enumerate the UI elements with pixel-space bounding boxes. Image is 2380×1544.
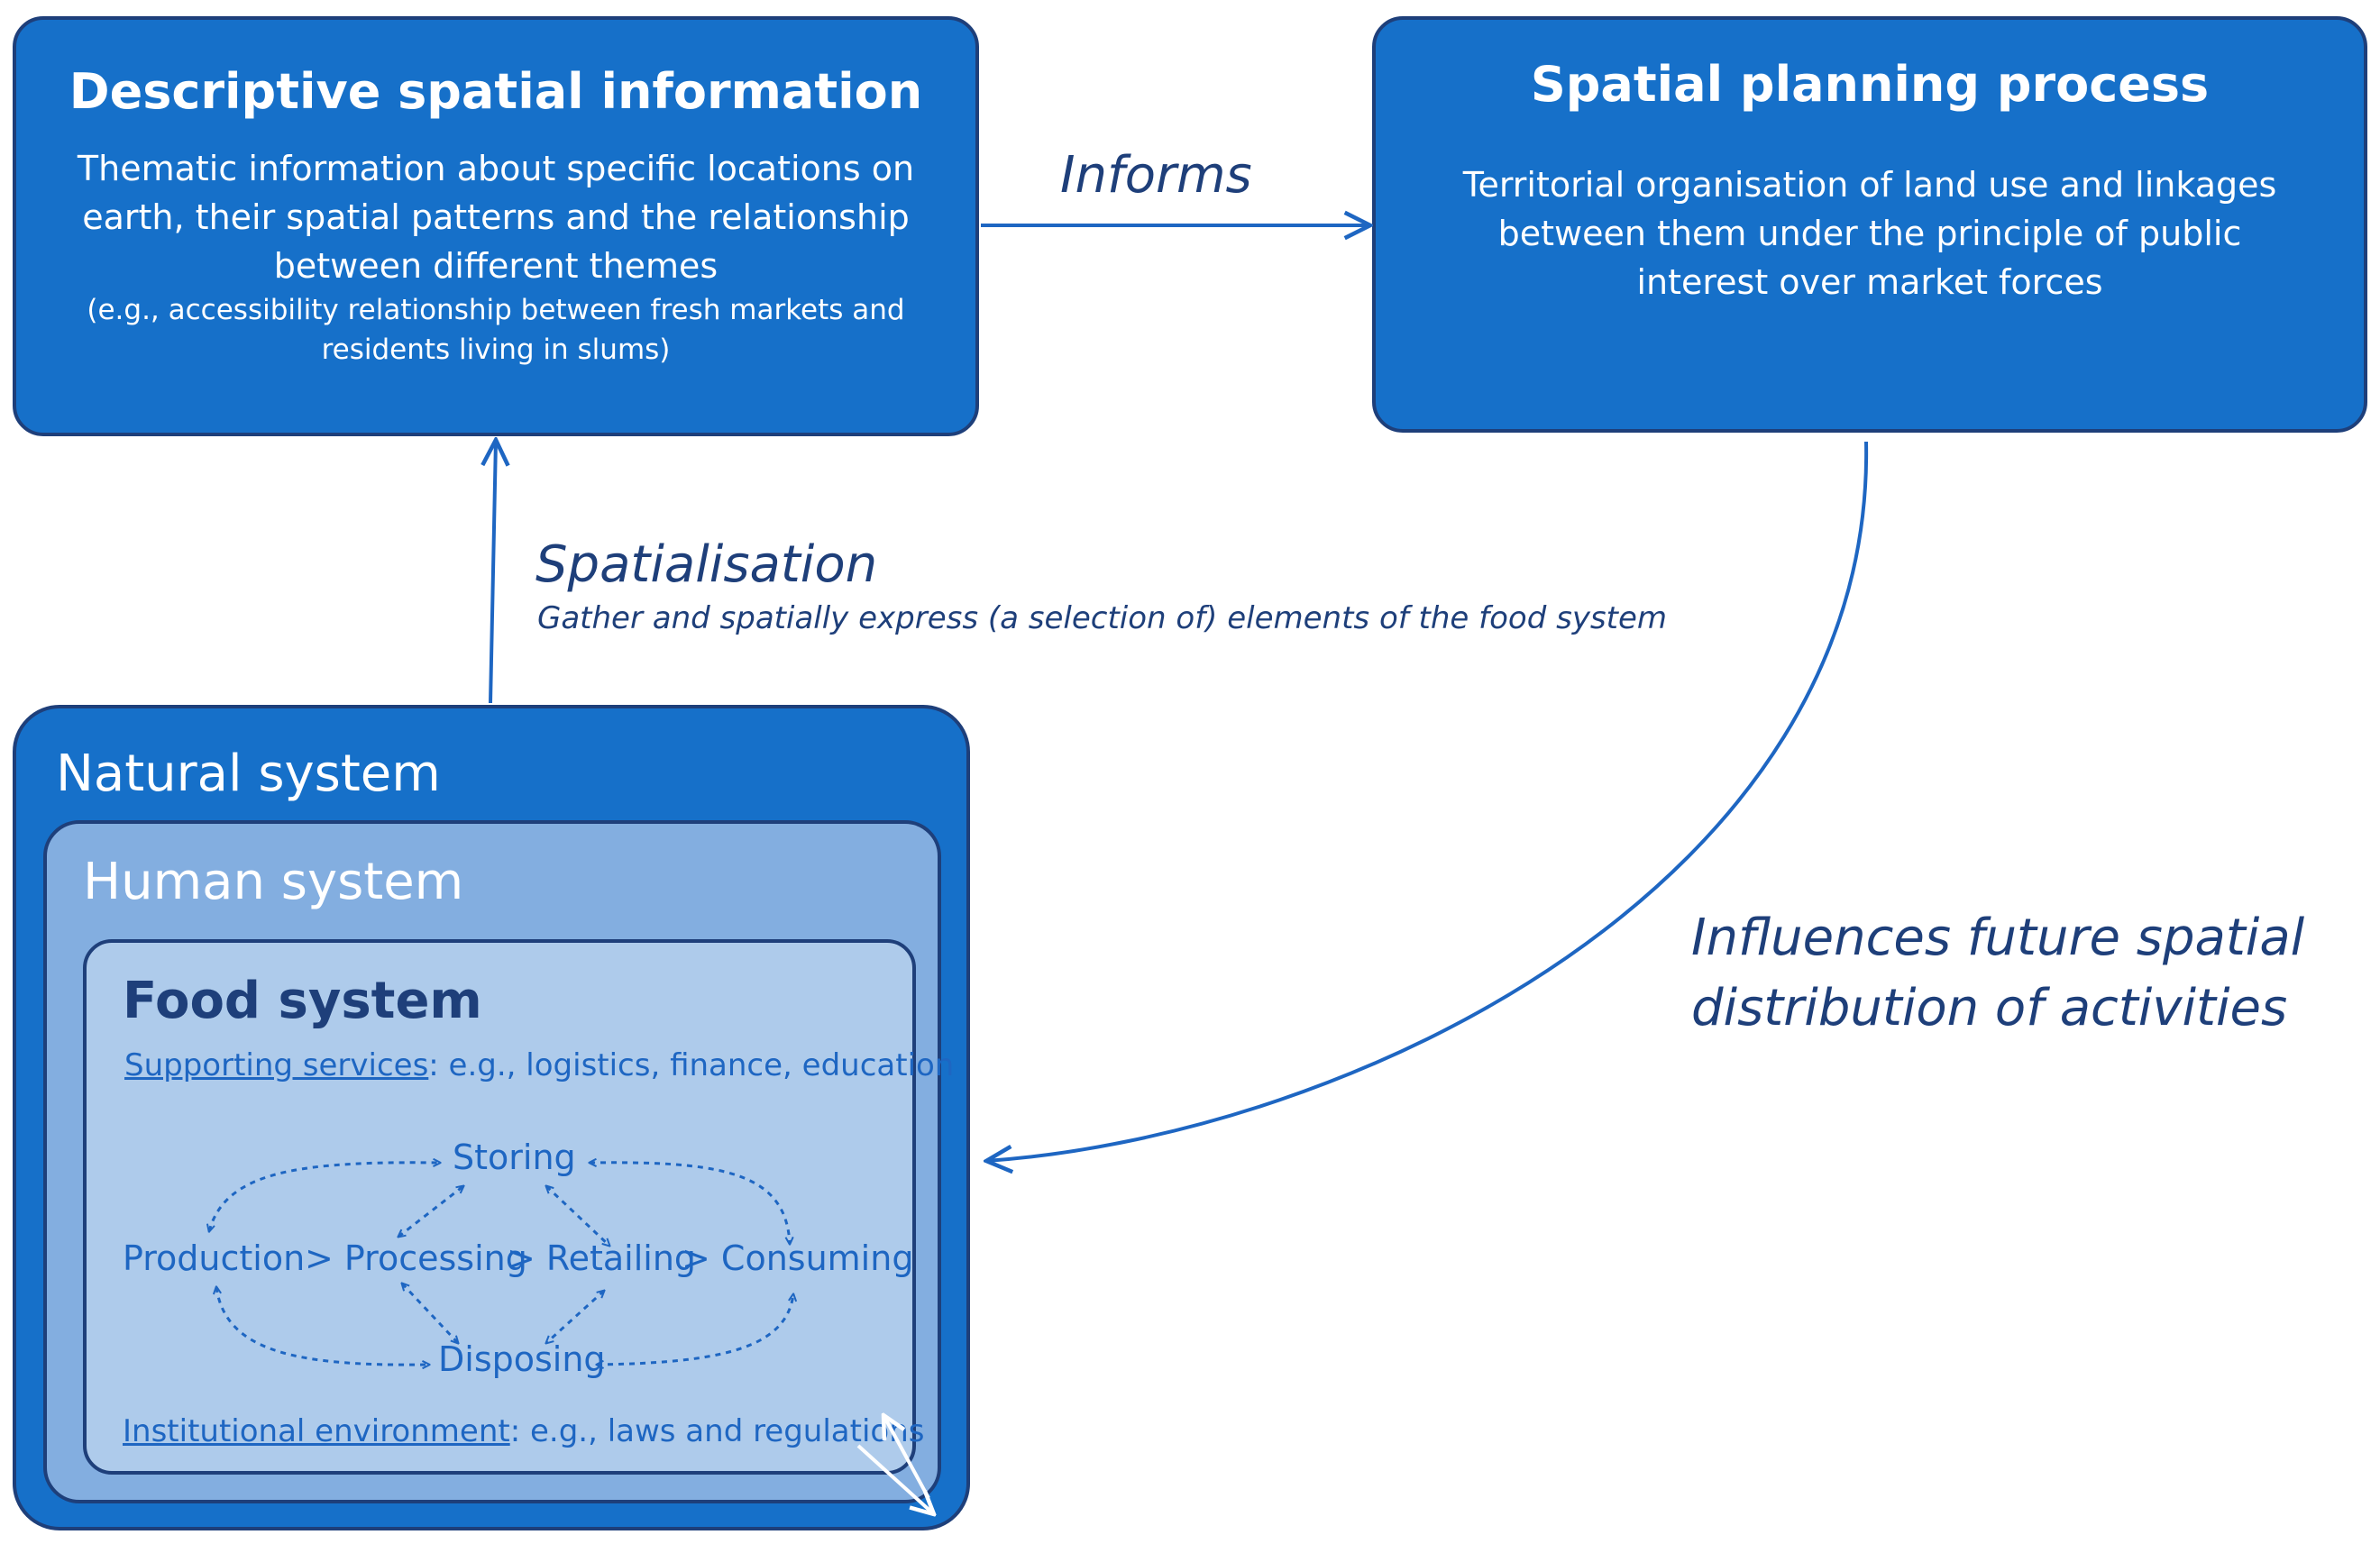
- processing-storing-arrow: [398, 1186, 463, 1237]
- informs-label: Informs: [1060, 146, 1252, 205]
- natural-system-title: Natural system: [56, 745, 441, 803]
- influences-label-line2: distribution of activities: [1691, 979, 2288, 1037]
- descriptive-body: Thematic information about specific loca…: [77, 149, 915, 286]
- planning-body: Territorial organisation of land use and…: [1462, 165, 2277, 302]
- spatialisation-arrow: [490, 440, 496, 704]
- spatialisation-description: Gather and spatially express (a selectio…: [537, 600, 1668, 636]
- human-system-title: Human system: [83, 853, 464, 911]
- production-disposing-arrow: [216, 1287, 429, 1365]
- influences-label-line1: Influences future spatial: [1691, 909, 2305, 967]
- institutional-environment-link[interactable]: Institutional environment: [123, 1413, 510, 1449]
- planning-title: Spatial planning process: [1530, 56, 2210, 113]
- influences-arrow: [986, 441, 1869, 1161]
- institutional-environment-text: : e.g., laws and regulations: [509, 1413, 925, 1449]
- supporting-services-line: Supporting services: e.g., logistics, fi…: [124, 1047, 954, 1083]
- storing-retailing-arrow: [546, 1186, 609, 1246]
- food-system-title: Food system: [123, 972, 482, 1030]
- descriptive-spatial-information-box: Descriptive spatial information Thematic…: [13, 16, 979, 436]
- processing-disposing-arrow: [402, 1284, 458, 1343]
- descriptive-title: Descriptive spatial information: [69, 63, 923, 120]
- corner-arrow-out: [856, 1444, 934, 1514]
- spatialisation-label: Spatialisation: [536, 535, 878, 594]
- storing-consuming-arrow: [590, 1163, 790, 1244]
- descriptive-example: (e.g., accessibility relationship betwee…: [87, 294, 905, 366]
- step-production: Production: [123, 1238, 306, 1278]
- step-processing: > Processing: [305, 1238, 527, 1278]
- step-storing: Storing: [453, 1137, 576, 1177]
- supporting-services-link[interactable]: Supporting services: [124, 1047, 429, 1083]
- production-storing-arrow: [209, 1163, 440, 1231]
- corner-arrow-in: [883, 1415, 930, 1499]
- supporting-services-text: : e.g., logistics, finance, education: [428, 1047, 955, 1083]
- retailing-disposing-arrow: [546, 1291, 604, 1343]
- spatial-planning-process-box: Spatial planning process Territorial org…: [1372, 16, 2367, 433]
- institutional-environment-line: Institutional environment: e.g., laws an…: [123, 1413, 924, 1449]
- disposing-consuming-arrow: [597, 1294, 793, 1365]
- step-disposing: Disposing: [438, 1339, 606, 1379]
